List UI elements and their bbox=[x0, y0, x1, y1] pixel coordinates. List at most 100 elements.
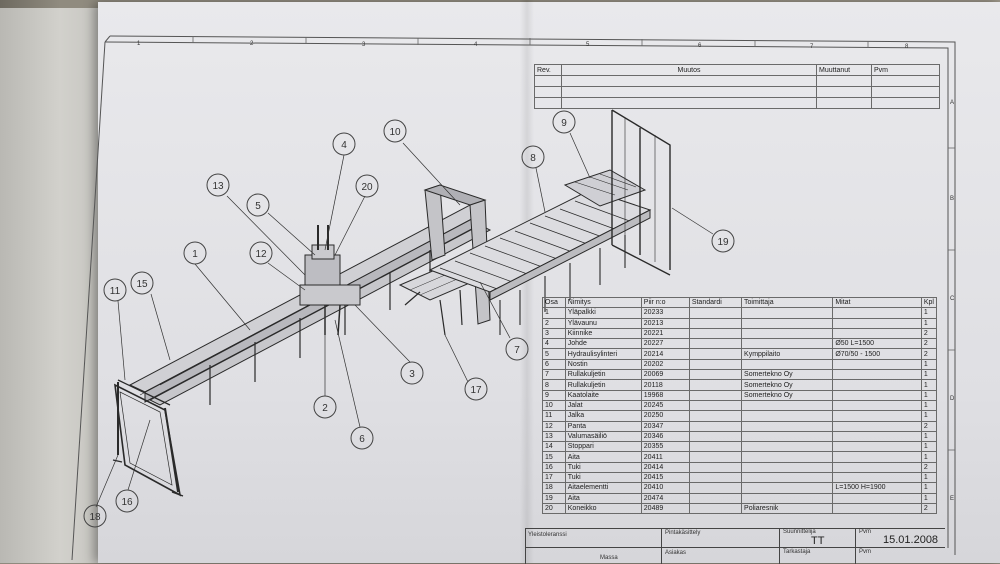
parts-cell: 20227 bbox=[640, 338, 690, 350]
parts-cell bbox=[688, 482, 743, 494]
callout-12: 12 bbox=[249, 241, 273, 265]
svg-text:19: 19 bbox=[717, 237, 729, 248]
parts-cell bbox=[688, 389, 743, 401]
header-standardi: Standardi bbox=[688, 296, 743, 309]
callout-9: 9 bbox=[552, 110, 576, 134]
parts-cell: 1 bbox=[920, 482, 938, 494]
parts-cell: 9 bbox=[542, 389, 566, 401]
parts-cell bbox=[741, 358, 834, 371]
parts-cell bbox=[832, 472, 922, 484]
title-block: Yleistoleranssi Pintakäsittely Massa Asi… bbox=[525, 528, 945, 564]
callout-balloons: 1 2 3 4 5 6 7 8 9 10 11 12 13 15 16 17 1… bbox=[83, 110, 735, 528]
parts-cell: 20410 bbox=[640, 482, 690, 494]
callout-13: 13 bbox=[206, 173, 230, 197]
rev-header: Rev. bbox=[534, 64, 562, 76]
parts-cell bbox=[688, 472, 743, 484]
pvm-value: 15.01.2008 bbox=[883, 534, 939, 546]
parts-cell: Johde bbox=[564, 338, 642, 350]
parts-cell: 20 bbox=[542, 502, 566, 515]
parts-cell bbox=[741, 410, 834, 422]
parts-cell bbox=[741, 307, 834, 319]
svg-text:2: 2 bbox=[322, 403, 328, 414]
parts-cell: 19968 bbox=[640, 389, 690, 401]
parts-cell: 12 bbox=[542, 420, 566, 432]
parts-cell bbox=[832, 430, 922, 443]
parts-cell: 20474 bbox=[640, 492, 690, 504]
grid-letter: D bbox=[950, 396, 955, 402]
massa-label: Massa bbox=[600, 555, 618, 561]
pintakasittely-label: Pintakäsittely bbox=[665, 530, 701, 536]
svg-text:12: 12 bbox=[255, 249, 267, 260]
parts-cell: 15 bbox=[542, 451, 566, 463]
callout-19: 19 bbox=[711, 229, 735, 253]
parts-cell: 2 bbox=[920, 420, 938, 432]
parts-cell: 20250 bbox=[640, 410, 690, 422]
parts-cell: Rullakuljetin bbox=[564, 379, 642, 391]
svg-text:11: 11 bbox=[110, 286, 121, 297]
header-osa: Osa bbox=[542, 296, 566, 309]
parts-cell bbox=[832, 441, 922, 453]
revision-row bbox=[534, 75, 940, 87]
yleistoleranssi-label: Yleistoleranssi bbox=[528, 532, 567, 538]
parts-cell bbox=[832, 410, 922, 422]
callout-2: 2 bbox=[313, 395, 337, 419]
parts-cell bbox=[741, 482, 834, 494]
parts-cell bbox=[741, 472, 834, 484]
parts-cell: 20347 bbox=[640, 420, 690, 432]
header-kpl: Kpl bbox=[920, 296, 938, 309]
parts-cell: Kymppilaito bbox=[741, 348, 834, 360]
parts-cell: Kiinnike bbox=[564, 327, 642, 340]
parts-cell bbox=[832, 420, 922, 432]
grid-numbers: 1 2 3 4 5 6 7 8 A B C D E bbox=[137, 41, 955, 502]
grid-number: 1 bbox=[137, 41, 141, 47]
svg-text:16: 16 bbox=[121, 497, 133, 508]
parts-cell bbox=[688, 348, 743, 360]
grid-number: 8 bbox=[905, 44, 909, 50]
muutos-header: Muutos bbox=[561, 64, 817, 76]
parts-cell: 1 bbox=[920, 441, 938, 453]
parts-cell: Tuki bbox=[564, 472, 642, 484]
parts-cell: Jalat bbox=[564, 399, 642, 412]
parts-cell bbox=[741, 430, 834, 443]
parts-cell: 20411 bbox=[640, 451, 690, 463]
parts-cell bbox=[741, 441, 834, 453]
callout-7: 7 bbox=[505, 337, 529, 361]
callout-20: 20 bbox=[355, 174, 379, 198]
grid-number: 7 bbox=[810, 44, 814, 50]
grid-number: 5 bbox=[586, 42, 590, 48]
parts-cell: Jalka bbox=[564, 410, 642, 422]
leader-lines bbox=[95, 132, 714, 508]
parts-cell: 2 bbox=[920, 327, 938, 340]
parts-cell: 2 bbox=[542, 317, 566, 329]
grid-letter: A bbox=[950, 100, 954, 106]
parts-cell bbox=[688, 410, 743, 422]
grid-number: 4 bbox=[474, 42, 478, 48]
parts-cell: 19 bbox=[542, 492, 566, 504]
parts-cell: 7 bbox=[542, 369, 566, 381]
parts-cell bbox=[832, 399, 922, 412]
parts-cell bbox=[688, 451, 743, 463]
parts-cell: 8 bbox=[542, 379, 566, 391]
parts-cell: 17 bbox=[542, 472, 566, 484]
parts-cell: 1 bbox=[542, 307, 566, 319]
parts-cell: 1 bbox=[920, 451, 938, 463]
parts-cell bbox=[688, 369, 743, 381]
parts-cell: 2 bbox=[920, 502, 938, 515]
parts-cell: 1 bbox=[920, 307, 938, 319]
parts-cell: Stoppari bbox=[564, 441, 642, 453]
parts-cell: 2 bbox=[920, 348, 938, 360]
parts-cell: 18 bbox=[542, 482, 566, 494]
callout-11: 11 bbox=[103, 278, 127, 302]
parts-cell: 20118 bbox=[640, 379, 690, 391]
svg-text:17: 17 bbox=[470, 385, 482, 396]
parts-cell: Aitaelementti bbox=[564, 482, 642, 494]
parts-cell bbox=[688, 317, 743, 329]
